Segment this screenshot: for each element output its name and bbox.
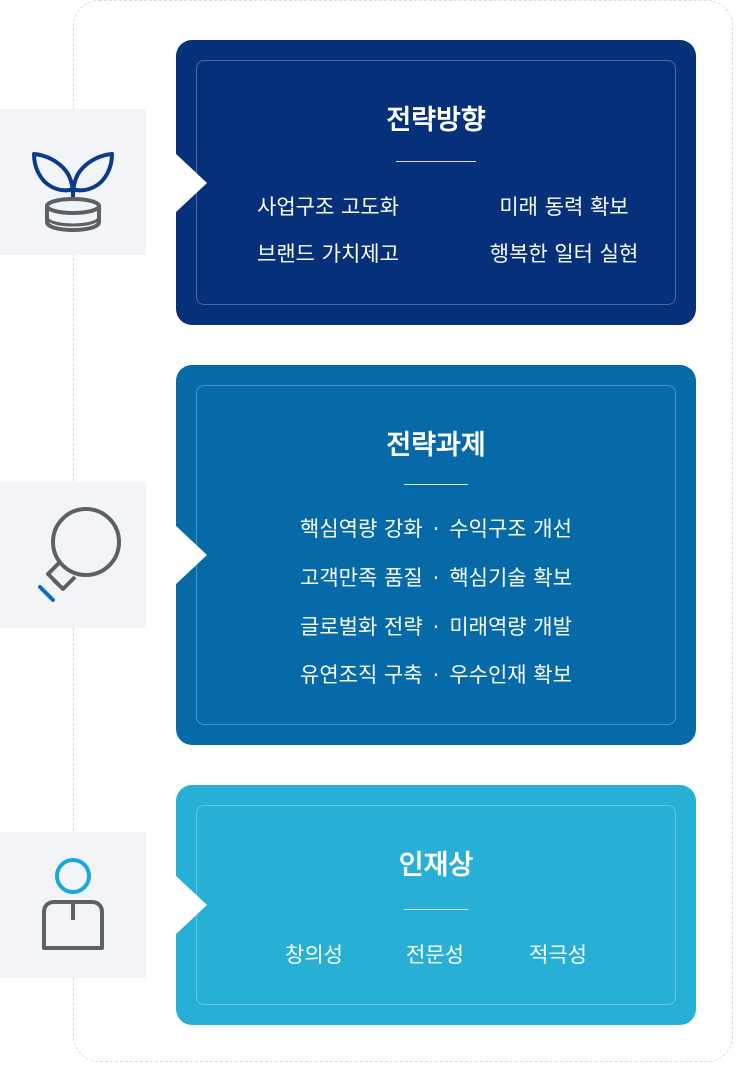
tasks-row-1-right: 수익구조 개선 [449,517,572,541]
direction-title: 전략방향 [386,105,486,136]
direction-item-4: 행복한 일터 실현 [489,242,639,266]
talent-item-1: 창의성 [285,943,343,967]
icon-box-talent [0,832,146,978]
tasks-row-4-left: 유연조직 구축 [300,663,423,687]
person-icon [42,858,104,950]
card-notch [175,875,207,935]
tasks-row-2-left: 고객만족 품질 [300,566,423,590]
tasks-row-4: 유연조직 구축 · 우수인재 확보 [176,659,696,689]
separator-dot: · [432,615,440,639]
tasks-row-1: 핵심역량 강화 · 수익구조 개선 [176,513,696,543]
tasks-title: 전략과제 [386,430,486,461]
card-direction: 전략방향 사업구조 고도화 미래 동력 확보 브랜드 가치제고 행복한 일터 실… [175,40,696,325]
separator-dot: · [432,517,440,541]
talent-item-3: 적극성 [529,943,587,967]
title-rule [404,484,468,485]
direction-item-2: 미래 동력 확보 [499,195,629,219]
separator-dot: · [432,663,440,687]
tasks-row-2: 고객만족 품질 · 핵심기술 확보 [176,562,696,592]
lightbulb-icon [38,507,121,602]
card-notch [175,152,207,213]
icon-box-direction [0,109,146,255]
direction-item-3: 브랜드 가치제고 [257,242,399,266]
sprout-icon [32,152,114,233]
tasks-row-4-right: 우수인재 확보 [449,663,572,687]
icon-box-tasks [0,482,146,628]
card-talent: 인재상 창의성 전문성 적극성 [175,785,696,1025]
tasks-row-3-left: 글로벌화 전략 [300,615,423,639]
card-tasks: 전략과제 핵심역량 강화 · 수익구조 개선 고객만족 품질 · 핵심기술 확보 글로벌… [175,365,696,745]
tasks-row-3-right: 미래역량 개발 [449,615,572,639]
talent-item-2: 전문성 [406,943,464,967]
tasks-row-3: 글로벌화 전략 · 미래역량 개발 [176,611,696,641]
card-inner-border [196,60,676,305]
title-rule [396,161,476,162]
talent-title: 인재상 [398,850,474,881]
card-notch [175,525,207,585]
tasks-row-1-left: 핵심역량 강화 [300,517,423,541]
title-rule [404,909,468,910]
direction-item-1: 사업구조 고도화 [257,195,399,219]
separator-dot: · [432,566,440,590]
card-inner-border [196,805,676,1005]
tasks-row-2-right: 핵심기술 확보 [449,566,572,590]
